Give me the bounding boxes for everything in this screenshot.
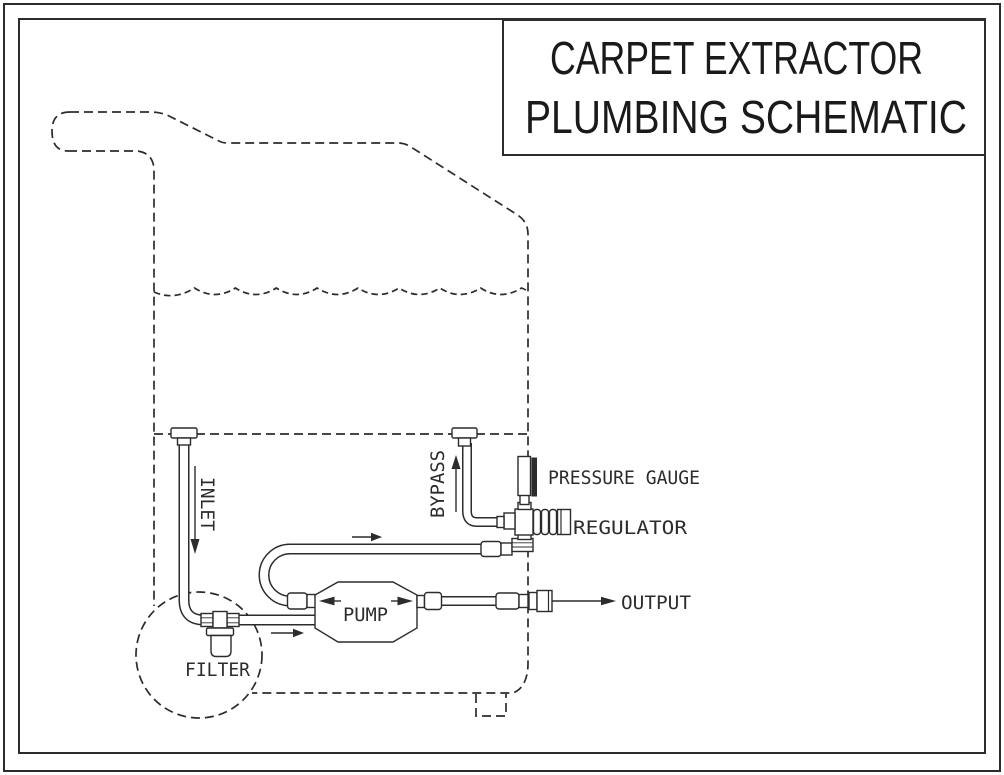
output-wall-nut (518, 593, 529, 609)
pipes (178, 442, 500, 626)
pump-assembly (286, 581, 443, 643)
pressure-gauge-body (517, 455, 532, 497)
output-leader-arrow (552, 596, 616, 606)
pump-inlet-arrow-icon (319, 596, 335, 606)
filter-assembly (200, 610, 240, 658)
water-level-line (153, 286, 530, 297)
bypass-label: BYPASS (427, 450, 449, 518)
title-block: CARPET EXTRACTOR PLUMBING SCHEMATIC (502, 19, 986, 156)
flow-arrows (190, 455, 616, 638)
output-connector-body (536, 589, 553, 613)
output-fittings (495, 589, 553, 613)
inlet-flow-arrow (190, 466, 200, 554)
inlet-fitting (170, 427, 198, 446)
regulator-inlet-coupler (480, 540, 502, 558)
pump-outlet-port (416, 594, 426, 609)
diagram-labels: INLET BYPASS PRESSURE GAUGE REGULATOR OU… (185, 450, 700, 681)
output-hose-coupler (495, 592, 520, 610)
output-wall-flange (528, 591, 538, 611)
pump-label: PUMP (343, 604, 388, 626)
filter-tee-left-nut (200, 612, 214, 628)
filter-collar (205, 627, 235, 637)
bypass-return-core (463, 443, 499, 526)
filter-tee-body (212, 610, 228, 629)
title-box (502, 19, 986, 156)
title-line-1: CARPET EXTRACTOR (550, 32, 923, 84)
regulator-cross-body (514, 508, 534, 536)
bypass-fitting (451, 427, 478, 447)
bypass-flow-arrow (451, 455, 461, 512)
loop-flow-arrow (352, 532, 382, 542)
output-label: OUTPUT (621, 592, 691, 614)
pressure-gauge-label: PRESSURE GAUGE (548, 467, 700, 489)
regulator-bottom-fitting (511, 537, 534, 553)
pump-body (314, 581, 418, 643)
regulator-adjuster-cap (556, 508, 572, 536)
regulator-spring-ridge (532, 508, 542, 536)
pump-outlet-coupler (423, 591, 443, 611)
bypass-loop-core (260, 545, 482, 605)
filter-tee-right-nut (226, 612, 240, 628)
regulator-spring-ridge (540, 508, 550, 536)
pressure-gauge-dial (531, 457, 537, 497)
pump-inlet-coupler (286, 592, 308, 610)
drain-notch (475, 694, 507, 717)
inlet-label: INLET (196, 477, 218, 531)
regulator-left-port (503, 512, 516, 530)
bypass-return-outer (462, 443, 499, 527)
pump-outlet-arrow-icon (397, 596, 413, 606)
regulator-inlet-nut (500, 542, 513, 556)
inlet-pipe-core (180, 442, 210, 624)
regulator-assembly (480, 455, 572, 558)
tank-handle-cap (51, 111, 71, 152)
outer-border (3, 3, 1001, 772)
filter-bowl (210, 634, 232, 658)
suction-flow-arrow (271, 628, 304, 638)
filter-callout-circle (135, 591, 263, 719)
tank-outline (51, 111, 530, 719)
tank-left-wall (68, 150, 155, 606)
filter-label: FILTER (185, 659, 251, 681)
tank-body-outline (70, 111, 529, 694)
title-line-2: PLUMBING SCHEMATIC (525, 91, 967, 143)
regulator-spring-ridge (548, 508, 558, 536)
regulator-label: REGULATOR (573, 517, 688, 539)
